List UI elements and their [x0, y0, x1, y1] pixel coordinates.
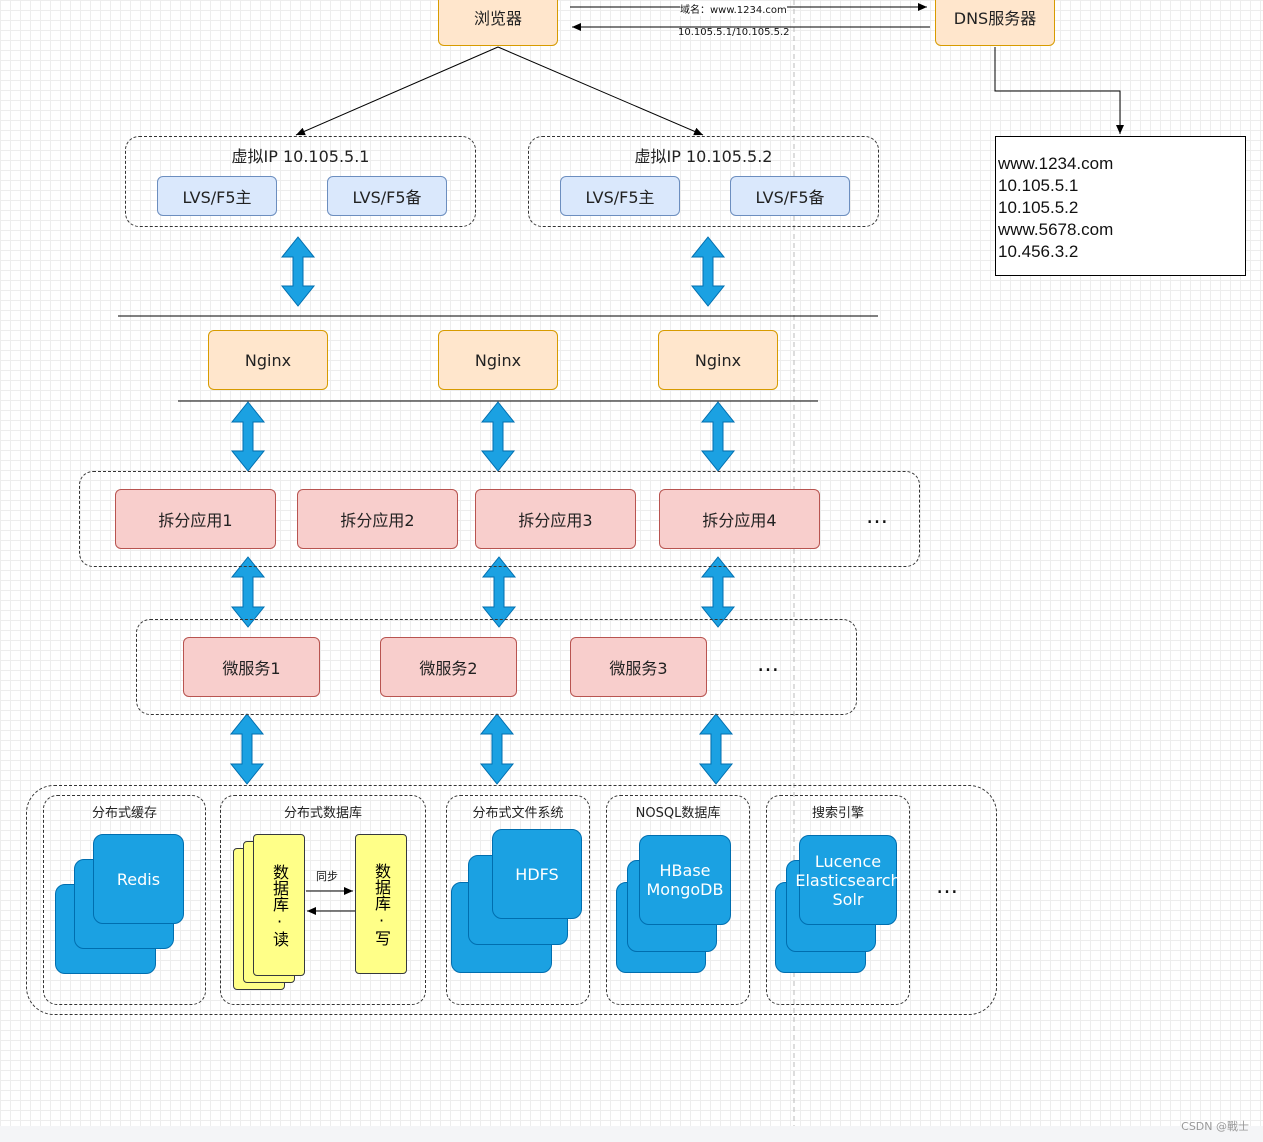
- services-group: [136, 619, 857, 715]
- apps-group: [79, 471, 920, 567]
- vip-group-1: 虚拟IP 10.105.5.1: [125, 136, 476, 227]
- nginx-label: Nginx: [474, 350, 522, 370]
- search-label: Lucence Elasticsearch Solr: [795, 835, 900, 925]
- hbase-label: HBase: [659, 861, 711, 880]
- service-label: 微服务1: [222, 659, 281, 678]
- lvs-backup-2[interactable]: LVS/F5备: [730, 176, 850, 216]
- app-label: 拆分应用1: [158, 511, 233, 530]
- lvs-master-2[interactable]: LVS/F5主: [560, 176, 680, 216]
- nginx-label: Nginx: [244, 350, 292, 370]
- services-more-ellipsis: …: [757, 652, 780, 677]
- ip-arrow-label: 10.105.5.1/10.105.5.2: [678, 27, 790, 38]
- database-group: 分布式数据库: [220, 795, 426, 1005]
- nginx-label: Nginx: [694, 350, 742, 370]
- nginx-node-1[interactable]: Nginx: [208, 330, 328, 390]
- dns-record: www.5678.com: [998, 220, 1114, 239]
- db-write-node[interactable]: 数据库·写: [355, 834, 407, 974]
- app-node-3[interactable]: 拆分应用3: [475, 489, 636, 549]
- dns-server-node[interactable]: DNS服务器: [935, 0, 1055, 46]
- elasticsearch-label: Elasticsearch: [795, 870, 901, 890]
- storage-group: [26, 785, 997, 1015]
- app-label: 拆分应用3: [518, 511, 593, 530]
- app-label: 拆分应用4: [702, 511, 777, 530]
- service-label: 微服务3: [609, 659, 668, 678]
- lvs-master-label: LVS/F5主: [182, 188, 252, 207]
- db-read-label: 数据库·读: [270, 863, 289, 947]
- nosql-label: HBase MongoDB: [639, 835, 731, 925]
- app-node-4[interactable]: 拆分应用4: [659, 489, 820, 549]
- domain-arrow-label: 域名：www.1234.com: [680, 1, 787, 16]
- sync-label: 同步: [316, 870, 338, 883]
- db-write-label: 数据库·写: [372, 862, 391, 946]
- nginx-node-3[interactable]: Nginx: [658, 330, 778, 390]
- dns-record: www.1234.com: [998, 154, 1114, 173]
- search-node[interactable]: [799, 835, 897, 925]
- search-title: 搜索引擎: [811, 806, 864, 821]
- nosql-node[interactable]: [639, 835, 731, 925]
- dns-record: 10.456.3.2: [998, 242, 1079, 261]
- service-label: 微服务2: [419, 659, 478, 678]
- double-arrows: [229, 236, 736, 785]
- vip-group-title: 虚拟IP 10.105.5.1: [231, 147, 370, 166]
- vip-group-2: 虚拟IP 10.105.5.2: [528, 136, 879, 227]
- dns-to-table-arrow: [994, 47, 1124, 134]
- browser-to-vip2-arrow: [497, 46, 704, 136]
- hdfs-label: HDFS: [515, 864, 559, 884]
- lvs-backup-label: LVS/F5备: [755, 188, 825, 207]
- vip1-to-nginx-double-arrow: [280, 236, 316, 307]
- nginx-node-2[interactable]: Nginx: [438, 330, 558, 390]
- service2-to-storage-double-arrow: [479, 713, 515, 785]
- lvs-backup-label: LVS/F5备: [352, 188, 422, 207]
- footer-watermark: CSDN @戰士: [1181, 1120, 1249, 1133]
- db-read-node[interactable]: 数据库·读: [253, 834, 305, 976]
- app-label: 拆分应用2: [340, 511, 415, 530]
- cache-title: 分布式缓存: [91, 806, 157, 821]
- app-node-1[interactable]: 拆分应用1: [115, 489, 276, 549]
- browser-node[interactable]: 浏览器: [438, 0, 558, 46]
- dns-record: 10.105.5.1: [998, 176, 1079, 195]
- service3-to-storage-double-arrow: [698, 713, 734, 785]
- nosql-title: NOSQL数据库: [635, 806, 721, 821]
- cache-group: 分布式缓存: [43, 795, 206, 1005]
- vip-group-title: 虚拟IP 10.105.5.2: [634, 147, 773, 166]
- nosql-group: NOSQL数据库: [606, 795, 750, 1005]
- database-title: 分布式数据库: [283, 806, 362, 821]
- service-node-3[interactable]: 微服务3: [570, 637, 707, 697]
- browser-to-vip1-arrow: [295, 46, 499, 136]
- dns-record-table: www.1234.com 10.105.5.1 10.105.5.2 www.5…: [995, 136, 1246, 276]
- dns-record: 10.105.5.2: [998, 198, 1079, 217]
- redis-node[interactable]: [93, 834, 184, 924]
- fs-title: 分布式文件系统: [472, 806, 564, 821]
- lucence-label: Lucence: [814, 851, 882, 871]
- redis-label: Redis: [116, 869, 161, 889]
- apps-to-service2-double-arrow: [481, 556, 517, 628]
- storage-more-ellipsis: …: [936, 874, 959, 899]
- dns-server-label: DNS服务器: [953, 9, 1037, 28]
- app-node-2[interactable]: 拆分应用2: [297, 489, 458, 549]
- service1-to-storage-double-arrow: [229, 713, 265, 785]
- apps-to-service1-double-arrow: [230, 556, 266, 628]
- fs-group: 分布式文件系统: [446, 795, 590, 1005]
- mongodb-label: MongoDB: [646, 880, 724, 899]
- apps-more-ellipsis: …: [866, 504, 889, 529]
- service-node-1[interactable]: 微服务1: [183, 637, 320, 697]
- browser-label: 浏览器: [473, 9, 522, 28]
- lvs-master-1[interactable]: LVS/F5主: [157, 176, 277, 216]
- solr-label: Solr: [832, 889, 864, 909]
- search-group: 搜索引擎: [766, 795, 910, 1005]
- apps-to-service3-double-arrow: [700, 556, 736, 628]
- lvs-backup-1[interactable]: LVS/F5备: [327, 176, 447, 216]
- service-node-2[interactable]: 微服务2: [380, 637, 517, 697]
- hdfs-node[interactable]: [492, 829, 582, 919]
- vip2-to-nginx-double-arrow: [690, 236, 726, 307]
- lvs-master-label: LVS/F5主: [585, 188, 655, 207]
- bottom-strip: [0, 1126, 1263, 1142]
